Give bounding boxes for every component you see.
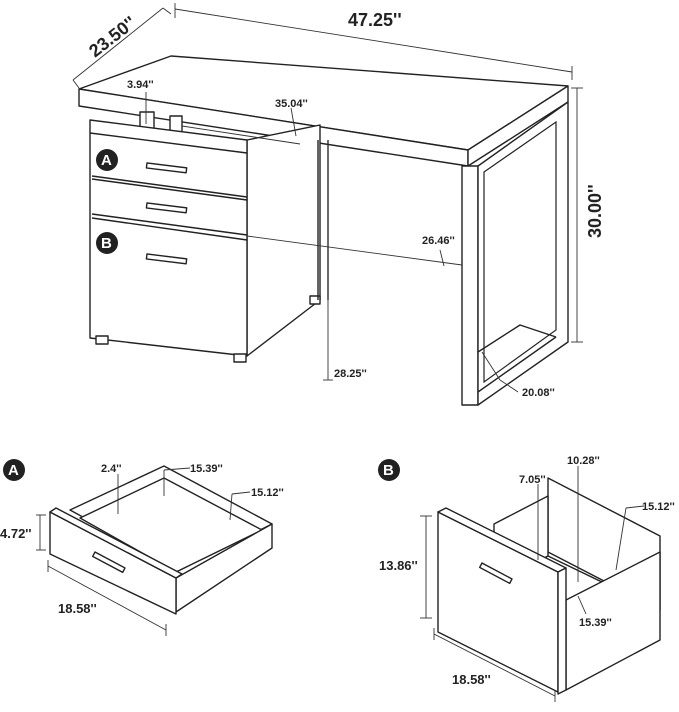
frame-base-rail [477, 324, 557, 353]
svg-text:B: B [383, 462, 394, 479]
desk-dimension-lines [72, 3, 583, 393]
drawer-a-dimension-lines [36, 467, 251, 636]
drawer-b-bottom-width-label: 15.39'' [579, 617, 612, 629]
drawer-a-inner-depth-label: 15.12'' [251, 487, 284, 499]
drawer-handle [145, 253, 188, 265]
drawer-b-inner-height-label: 7.05'' [519, 474, 546, 486]
drawer-divider [91, 178, 248, 201]
drawer-divider [89, 132, 248, 154]
badge-a-desk: A [96, 149, 118, 171]
drawer-a-inner-width-label: 15.39'' [190, 463, 223, 475]
drawer-a-depth-front-label: 2.4'' [101, 463, 122, 475]
drawer-b-front-right-edge [557, 567, 567, 695]
drawer-b-width-label: 18.58'' [452, 672, 491, 687]
drawer-divider [91, 175, 248, 198]
drawer-b-dimension-lines [420, 466, 645, 702]
frame-base-rail [477, 336, 557, 393]
opening-width-label: 35.04'' [275, 98, 308, 110]
badge-b-drawer: B [378, 459, 400, 481]
drawer-handle [145, 162, 188, 174]
drawer-a-height-label: 4.72'' [0, 526, 31, 541]
badge-a-drawer: A [3, 459, 25, 481]
leg-clearance-label: 28.25'' [334, 368, 367, 380]
pedestal-front [89, 119, 248, 357]
drawer-b-inner-depth-label: 15.12'' [642, 501, 675, 513]
drawer-divider [91, 217, 248, 241]
drawer-handle [145, 202, 188, 214]
badge-b-desk: B [96, 232, 118, 254]
desk-height-label: 30.00'' [585, 184, 605, 238]
pedestal-foot [309, 295, 321, 305]
pedestal-foot [95, 335, 109, 345]
svg-text:A: A [8, 462, 19, 479]
inner-depth-label: 26.46'' [422, 235, 455, 247]
drawer-divider [91, 213, 248, 236]
frame-leg-front [461, 165, 479, 406]
pedestal-foot [233, 353, 247, 363]
svg-text:B: B [101, 235, 112, 252]
svg-text:A: A [101, 152, 112, 169]
drawer-b-handle [478, 562, 513, 585]
desk-width-label: 47.25'' [348, 10, 402, 30]
frame-leg-opening [483, 120, 557, 384]
desk-illustration [78, 55, 569, 406]
drawer-a-width-label: 18.58'' [58, 601, 97, 616]
drawer-a-handle [91, 551, 126, 574]
drawer-a-front-edge [49, 507, 183, 579]
base-depth-label: 20.08'' [522, 387, 555, 399]
drawer-b-illustration [437, 477, 661, 695]
drawer-a-illustration [49, 465, 273, 615]
desk-depth-label: 23.50'' [85, 12, 140, 61]
drawer-b-inner-width-label: 10.28'' [567, 455, 600, 467]
shelf-gap-label: 3.94'' [127, 79, 154, 91]
drawer-b-height-label: 13.86'' [379, 558, 418, 573]
